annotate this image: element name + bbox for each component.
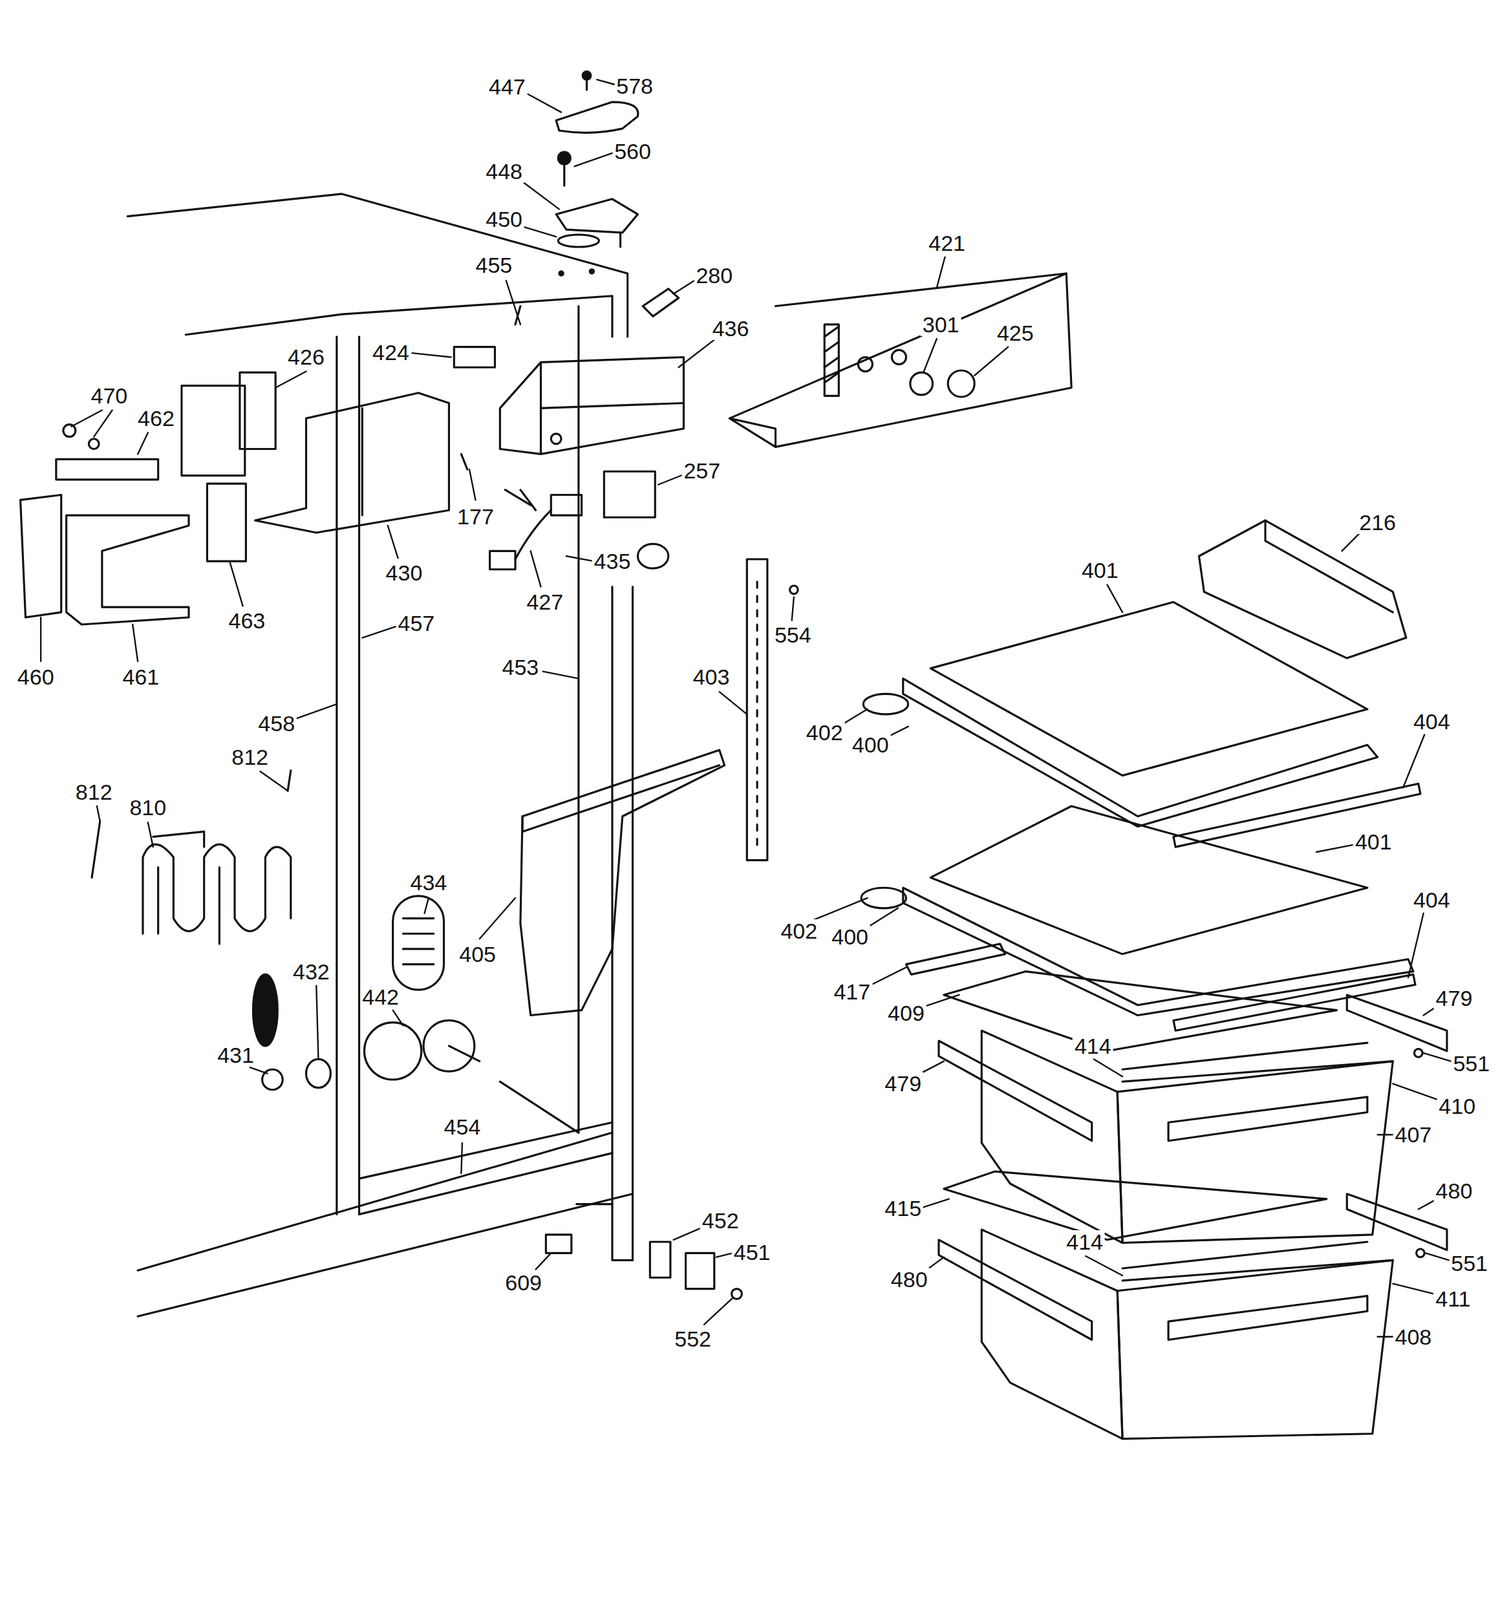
mullion-parts	[252, 559, 798, 1299]
callout-number: 257	[681, 459, 723, 483]
callout-number: 480	[1434, 1179, 1475, 1203]
callout-number: 409	[885, 1001, 927, 1025]
callout-number: 462	[135, 406, 177, 430]
callout-number: 810	[127, 795, 169, 820]
hinge-parts	[556, 71, 679, 317]
callout-number: 578	[614, 74, 655, 98]
callout-number: 812	[229, 745, 271, 769]
callout-number: 424	[370, 340, 412, 365]
callout-number: 554	[772, 623, 814, 647]
callout-number: 470	[88, 384, 130, 408]
control-panel	[20, 273, 1072, 625]
callout-number: 417	[831, 980, 873, 1004]
callout-number: 455	[473, 253, 515, 277]
callout-number: 301	[920, 312, 962, 337]
callout-number: 442	[360, 985, 401, 1009]
callout-number: 401	[1079, 558, 1121, 582]
callout-number: 414	[1072, 1034, 1114, 1058]
callout-number: 460	[15, 665, 57, 689]
callout-number: 403	[691, 665, 732, 689]
callout-number: 404	[1411, 709, 1453, 734]
shelves	[861, 520, 1421, 1031]
callout-number: 436	[710, 316, 752, 341]
callout-number: 434	[407, 870, 449, 895]
callout-number: 454	[442, 1115, 483, 1139]
callout-number: 453	[500, 655, 542, 679]
callout-number: 451	[731, 1240, 773, 1265]
callout-number: 415	[882, 1196, 924, 1221]
callout-number: 551	[1450, 1051, 1492, 1076]
callout-number: 410	[1436, 1094, 1478, 1118]
callout-number: 448	[483, 159, 525, 183]
callout-number: 435	[592, 549, 633, 573]
callout-number: 450	[483, 207, 525, 231]
drawers	[938, 971, 1447, 1440]
callout-number: 404	[1411, 888, 1453, 912]
callout-number: 551	[1448, 1251, 1490, 1275]
callout-number: 408	[1392, 1325, 1434, 1349]
callout-number: 552	[672, 1327, 714, 1351]
callout-number: 407	[1392, 1123, 1434, 1147]
callout-number: 216	[1357, 510, 1398, 535]
callout-number: 427	[524, 590, 566, 614]
callout-number: 461	[120, 665, 161, 689]
callout-number: 463	[226, 609, 268, 633]
callout-number: 458	[256, 711, 297, 736]
callout-number: 411	[1433, 1287, 1473, 1311]
callout-number: 426	[285, 345, 327, 369]
callout-number: 452	[700, 1209, 741, 1233]
leader-lines	[40, 79, 1451, 1338]
callout-number: 402	[804, 720, 846, 745]
callout-number: 421	[926, 231, 968, 255]
callout-number: 431	[215, 1043, 257, 1067]
callout-number: 425	[995, 321, 1036, 345]
callout-number: 457	[396, 611, 438, 635]
callout-number: 479	[882, 1071, 924, 1096]
callout-number: 402	[778, 919, 820, 943]
callout-number: 560	[612, 139, 654, 163]
callout-number: 480	[889, 1267, 930, 1292]
callout-number: 400	[829, 925, 871, 949]
callout-number: 405	[457, 942, 498, 966]
callout-number: 812	[73, 780, 115, 804]
callout-number: 414	[1064, 1230, 1105, 1254]
drain-heater	[91, 770, 291, 944]
callout-number: 447	[486, 75, 528, 99]
callout-number: 430	[384, 561, 425, 585]
callout-number: 400	[850, 733, 891, 757]
callout-number: 177	[455, 504, 496, 529]
callout-number: 609	[503, 1271, 544, 1295]
callout-number: 401	[1353, 830, 1394, 854]
callout-number: 479	[1434, 986, 1475, 1010]
callout-number: 280	[693, 263, 735, 288]
callout-number: 432	[290, 960, 332, 984]
